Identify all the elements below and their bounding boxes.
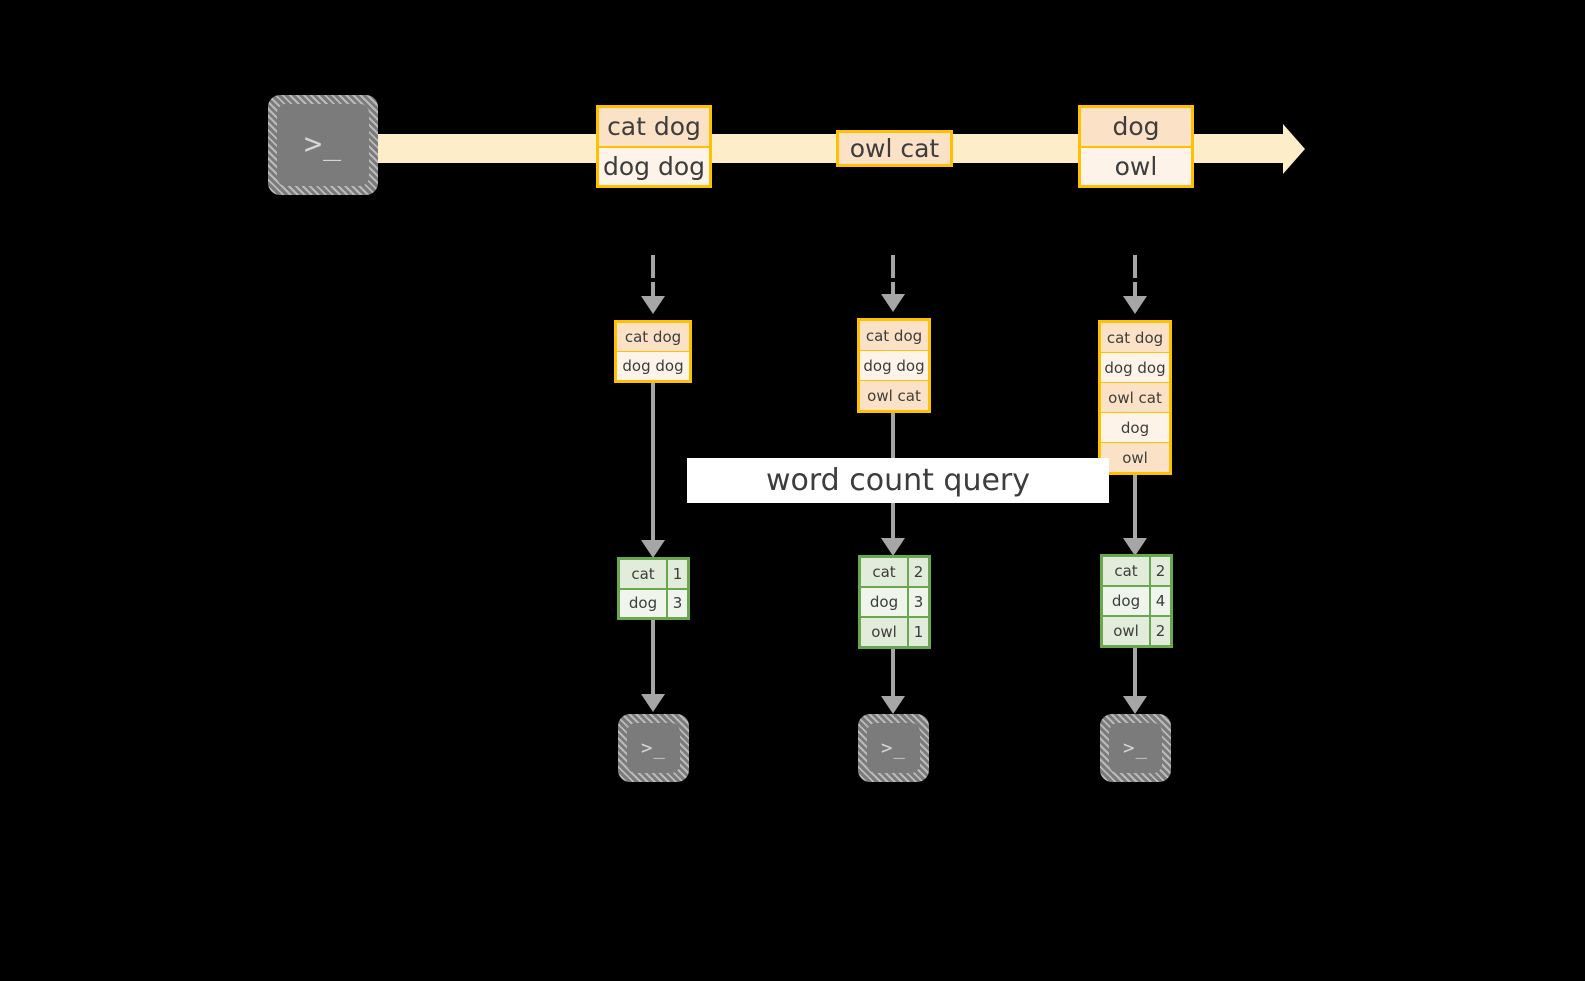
query-label: word count query xyxy=(687,458,1109,503)
result-word: cat xyxy=(620,560,668,588)
feed-dash-2a xyxy=(891,255,895,278)
result-word: owl xyxy=(1103,617,1151,645)
query-connector-arrowhead-1 xyxy=(641,540,665,558)
snapshot-3-input-row: cat dog xyxy=(1101,323,1169,353)
stream-message-2-line-1: owl cat xyxy=(839,133,950,164)
feed-stem-3 xyxy=(1133,282,1137,298)
stream-arrowhead xyxy=(1283,124,1305,174)
query-connector-arrowhead-3 xyxy=(1123,538,1147,556)
snapshot-2-input-table[interactable]: cat dog dog dog owl cat xyxy=(857,318,931,413)
result-word: owl xyxy=(861,618,909,646)
sink-connector-1 xyxy=(651,620,655,698)
stream-message-1-line-1: cat dog xyxy=(599,108,709,146)
result-count: 2 xyxy=(1151,617,1170,645)
snapshot-3-input-row: dog dog xyxy=(1101,353,1169,383)
query-connector-3 xyxy=(1133,475,1137,544)
result-word: dog xyxy=(861,588,909,616)
feed-dash-3a xyxy=(1133,255,1137,278)
feed-stem-2 xyxy=(891,282,895,296)
snapshot-2-input-row: owl cat xyxy=(860,381,928,410)
snapshot-3-input-row: owl cat xyxy=(1101,383,1169,413)
feed-dash-1a xyxy=(651,255,655,278)
snapshot-3-input-row: owl xyxy=(1101,443,1169,472)
terminal-prompt-glyph: >_ xyxy=(303,127,343,162)
query-connector-arrowhead-2 xyxy=(881,538,905,556)
stream-message-1[interactable]: cat dog dog dog xyxy=(596,105,712,188)
result-word: dog xyxy=(1103,587,1151,615)
result-count: 2 xyxy=(909,558,928,586)
sink-connector-arrowhead-3 xyxy=(1123,696,1147,714)
feed-stem-1 xyxy=(651,282,655,298)
result-count: 2 xyxy=(1151,557,1170,585)
snapshot-3-result-table[interactable]: cat 2 dog 4 owl 2 xyxy=(1100,554,1173,648)
snapshot-1-input-row: cat dog xyxy=(617,323,689,352)
sink-terminal-body xyxy=(1109,723,1162,773)
stream-message-1-line-2: dog dog xyxy=(599,145,709,185)
snapshot-3-input-row: dog xyxy=(1101,413,1169,443)
terminal-prompt-glyph: >_ xyxy=(1123,736,1148,759)
result-word: cat xyxy=(1103,557,1151,585)
table-row: owl 2 xyxy=(1103,617,1170,645)
table-row: cat 2 xyxy=(1103,557,1170,587)
sink-terminal-body xyxy=(627,723,680,773)
sink-connector-arrowhead-1 xyxy=(641,694,665,712)
source-terminal-body xyxy=(277,104,369,186)
terminal-prompt-glyph: >_ xyxy=(881,736,906,759)
snapshot-1-sink-terminal-icon[interactable]: >_ xyxy=(618,714,689,782)
result-count: 1 xyxy=(668,560,687,588)
snapshot-2-sink-terminal-icon[interactable]: >_ xyxy=(858,714,929,782)
result-word: dog xyxy=(620,589,668,617)
terminal-prompt-glyph: >_ xyxy=(641,736,666,759)
snapshot-1-input-table[interactable]: cat dog dog dog xyxy=(614,320,692,383)
snapshot-3-sink-terminal-icon[interactable]: >_ xyxy=(1100,714,1171,782)
feed-arrowhead-3 xyxy=(1123,296,1147,314)
stream-message-3-line-1: dog xyxy=(1081,108,1191,146)
result-count: 3 xyxy=(668,589,687,617)
result-count: 4 xyxy=(1151,587,1170,615)
snapshot-3-input-table[interactable]: cat dog dog dog owl cat dog owl xyxy=(1098,320,1172,475)
table-row: dog 3 xyxy=(861,588,928,618)
table-row: cat 1 xyxy=(620,560,687,590)
result-word: cat xyxy=(861,558,909,586)
query-label-text: word count query xyxy=(765,463,1031,498)
source-terminal-icon[interactable]: >_ xyxy=(268,95,378,195)
sink-connector-arrowhead-2 xyxy=(881,696,905,714)
result-count: 1 xyxy=(909,618,928,646)
snapshot-1-result-table[interactable]: cat 1 dog 3 xyxy=(617,557,690,620)
table-row: dog 4 xyxy=(1103,587,1170,617)
snapshot-2-input-row: dog dog xyxy=(860,351,928,381)
table-row: owl 1 xyxy=(861,618,928,646)
snapshot-2-result-table[interactable]: cat 2 dog 3 owl 1 xyxy=(858,555,931,649)
feed-arrowhead-1 xyxy=(641,296,665,314)
table-row: cat 2 xyxy=(861,558,928,588)
snapshot-1-input-row: dog dog xyxy=(617,352,689,380)
stream-message-3-line-2: owl xyxy=(1081,145,1191,185)
stream-message-2[interactable]: owl cat xyxy=(836,130,953,167)
sink-connector-3 xyxy=(1133,648,1137,700)
sink-terminal-body xyxy=(867,723,920,773)
sink-connector-2 xyxy=(891,649,895,700)
snapshot-2-input-row: cat dog xyxy=(860,321,928,351)
result-count: 3 xyxy=(909,588,928,616)
table-row: dog 3 xyxy=(620,589,687,617)
feed-arrowhead-2 xyxy=(881,294,905,312)
query-connector-1 xyxy=(651,383,655,546)
stream-message-3[interactable]: dog owl xyxy=(1078,105,1194,188)
